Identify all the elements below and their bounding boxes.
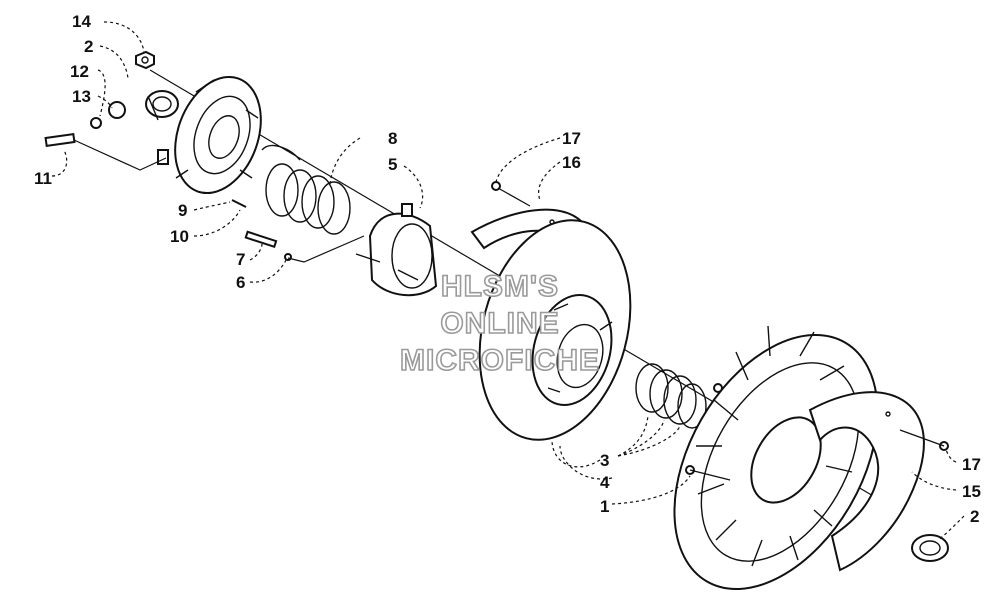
callout-6: 6	[236, 273, 245, 292]
callout-11: 11	[34, 169, 52, 188]
callout-8: 8	[388, 129, 397, 148]
callout-16: 16	[562, 153, 581, 172]
part-14-nut	[135, 50, 155, 70]
callout-17-top: 17	[562, 129, 581, 148]
watermark: HLSM'S ONLINE MICROFICHE	[399, 269, 600, 378]
spider-plate	[157, 75, 262, 195]
part-2-bushing-lower	[911, 534, 949, 562]
callout-2-bottom: 2	[970, 507, 979, 526]
assembly-lines	[73, 139, 945, 481]
callout-17-bottom: 17	[962, 455, 981, 474]
part-7-bolt	[244, 230, 278, 249]
part-13-ball	[108, 101, 126, 119]
part-1-fan-sheave	[673, 325, 879, 591]
part-8-spring	[261, 144, 351, 235]
callout-labels: 14 2 12 13 11 9 10 7 6 8 5 17 16 3 4 1 1…	[34, 12, 981, 526]
callout-15: 15	[962, 482, 981, 501]
callout-2-top: 2	[84, 37, 93, 56]
watermark-line-2: ONLINE	[440, 307, 559, 340]
part-9-pin	[231, 199, 247, 208]
callout-4: 4	[600, 473, 610, 492]
part-15-shield	[808, 391, 925, 572]
part-2-bushing-top	[145, 90, 179, 121]
callout-1: 1	[600, 497, 609, 516]
part-12-washer	[90, 117, 102, 129]
callout-12: 12	[70, 62, 89, 81]
part-3-springs	[635, 363, 707, 429]
callout-13: 13	[72, 87, 91, 106]
watermark-line-3: MICROFICHE	[400, 344, 600, 377]
callout-3: 3	[600, 451, 609, 470]
movable-sheave	[478, 219, 632, 441]
callout-10: 10	[170, 227, 189, 246]
leader-lines	[51, 21, 965, 541]
watermark-line-1: HLSM'S	[441, 270, 559, 303]
part-5-housing	[355, 203, 438, 297]
callout-5: 5	[388, 155, 397, 174]
callout-14: 14	[72, 12, 91, 31]
callout-7: 7	[236, 250, 245, 269]
callout-9: 9	[178, 201, 187, 220]
part-11-pin	[44, 132, 76, 148]
